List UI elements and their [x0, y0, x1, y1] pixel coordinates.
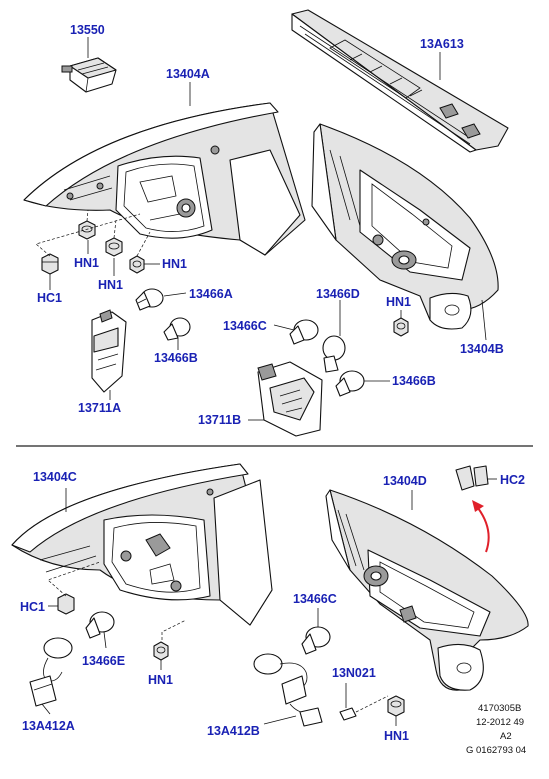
label-hn1-a: HN1	[74, 256, 99, 270]
label-13466C-bottom: 13466C	[293, 592, 337, 606]
nut-hn1-f	[387, 695, 405, 717]
rear-lamp-13404D	[325, 489, 529, 691]
label-13466B-right: 13466B	[392, 374, 436, 388]
label-13711A: 13711A	[78, 401, 121, 415]
label-13404B: 13404B	[460, 342, 504, 356]
info-line-1: 4170305B	[478, 703, 521, 714]
label-13466B-top: 13466B	[154, 351, 198, 365]
clip-hc1-b	[57, 593, 75, 615]
nut-hn1-a	[78, 220, 96, 240]
harness-13A412B	[253, 653, 323, 727]
label-13466D: 13466D	[316, 287, 360, 301]
label-13N021: 13N021	[332, 666, 376, 680]
label-13466E: 13466E	[82, 654, 125, 668]
nut-hn1-c	[129, 255, 145, 274]
stop-lamp-13A613	[291, 9, 509, 153]
label-hn1-f: HN1	[384, 729, 409, 743]
label-13404C: 13404C	[33, 470, 77, 484]
label-hn1-c: HN1	[162, 257, 187, 271]
label-hn1-d: HN1	[386, 295, 411, 309]
nut-hn1-b	[105, 237, 123, 257]
direction-arrow-head	[472, 500, 484, 512]
label-13A412A: 13A412A	[22, 719, 75, 733]
label-13550: 13550	[70, 23, 105, 37]
label-13404D: 13404D	[383, 474, 427, 488]
label-13466A: 13466A	[189, 287, 233, 301]
bulb-13466C-bottom	[301, 626, 331, 655]
clip-hc1-a	[41, 253, 59, 275]
connector-13550	[61, 57, 117, 93]
label-hc2: HC2	[500, 473, 525, 487]
label-hc1-b: HC1	[20, 600, 45, 614]
bulb-13N021	[339, 695, 389, 721]
label-hn1-b: HN1	[98, 278, 123, 292]
label-13A613: 13A613	[420, 37, 464, 51]
clip-hc2	[455, 465, 489, 491]
direction-arrow	[477, 507, 490, 553]
info-line-3: A2	[500, 731, 512, 742]
info-line-4: G 0162793 04	[466, 745, 526, 756]
label-13404A: 13404A	[166, 67, 210, 81]
bulb-13466C-top	[289, 319, 319, 345]
bulb-holder-13711B	[257, 361, 323, 437]
label-hn1-e: HN1	[148, 673, 173, 687]
bulb-13466B-right	[335, 370, 365, 397]
label-13A412B: 13A412B	[207, 724, 260, 738]
rear-lamp-13404C	[11, 463, 273, 626]
label-13466C-top: 13466C	[223, 319, 267, 333]
harness-13A412A	[29, 637, 73, 707]
bulb-holder-13711A	[91, 309, 127, 393]
bulb-13466A	[135, 288, 164, 311]
bulb-13466D	[322, 335, 346, 373]
bulb-13466E	[85, 611, 115, 639]
rear-lamp-13404B	[311, 123, 499, 330]
leader-lines	[41, 37, 497, 726]
rear-lamp-13404A	[23, 102, 306, 256]
label-hc1-a: HC1	[37, 291, 62, 305]
info-line-2: 12-2012 49	[476, 717, 524, 728]
nut-hn1-e	[153, 641, 169, 661]
nut-hn1-d	[393, 317, 409, 337]
bulb-13466B-top	[163, 317, 191, 341]
label-13711B: 13711B	[198, 413, 241, 427]
